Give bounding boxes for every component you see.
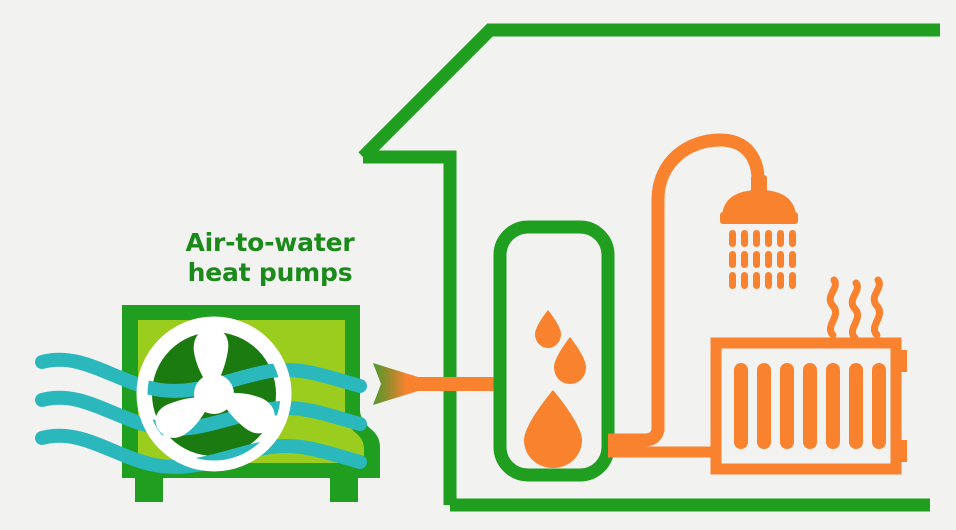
radiator-fin (780, 363, 794, 449)
water-tank (493, 220, 615, 482)
spray-drop (729, 251, 736, 268)
spray-drop (765, 230, 772, 247)
spray-drop (729, 272, 736, 289)
spray-drop (753, 251, 760, 268)
spray-drop (789, 251, 796, 268)
fan-hub (194, 374, 234, 414)
fan-blade-1 (193, 328, 229, 388)
shower-pipe (651, 133, 765, 432)
spray-drop (789, 230, 796, 247)
heat-wave-2 (848, 279, 862, 342)
water-droplet-large (524, 390, 582, 468)
radiator-fin (734, 363, 748, 449)
spray-drop (777, 251, 784, 268)
shower-pipe-elbow-to-tank (608, 427, 665, 447)
shower-head-rim (720, 212, 798, 224)
spray-drop (753, 230, 760, 247)
pipe-arrow-head (373, 363, 418, 405)
spray-drop (741, 272, 748, 289)
spray-drop (777, 230, 784, 247)
water-droplet-small-left (535, 310, 561, 348)
fan-blades (155, 328, 275, 438)
fan-blade-2 (219, 392, 275, 434)
radiator-fin (826, 363, 840, 449)
spray-drop (765, 272, 772, 289)
shower-head (722, 190, 796, 218)
shower (608, 133, 798, 447)
spray-drop (741, 230, 748, 247)
spray-drop (789, 272, 796, 289)
spray-drop (741, 251, 748, 268)
spray-drop (777, 272, 784, 289)
spray-drop (729, 230, 736, 247)
water-tank-body (493, 220, 615, 482)
radiator-fins (734, 363, 886, 449)
shower-spray (729, 230, 796, 289)
water-droplet-small-right (554, 337, 586, 384)
radiator-fin (849, 363, 863, 449)
radiator-fin (872, 363, 886, 449)
radiator (710, 276, 907, 475)
spray-drop (753, 272, 760, 289)
heat-wave-3 (870, 276, 884, 339)
fan-ring-edge (136, 316, 292, 472)
heat-pump-foot-left (135, 477, 163, 502)
heat-pump-foot-right (330, 477, 358, 502)
house-roof-line (358, 23, 940, 162)
spray-drop (765, 251, 772, 268)
radiator-heat-waves (826, 276, 884, 342)
shower-neck (751, 175, 767, 195)
fan-blade-3 (155, 396, 211, 438)
airflow-line-2 (35, 390, 367, 436)
radiator-fin (803, 363, 817, 449)
heat-wave-1 (826, 276, 840, 339)
radiator-fin (757, 363, 771, 449)
